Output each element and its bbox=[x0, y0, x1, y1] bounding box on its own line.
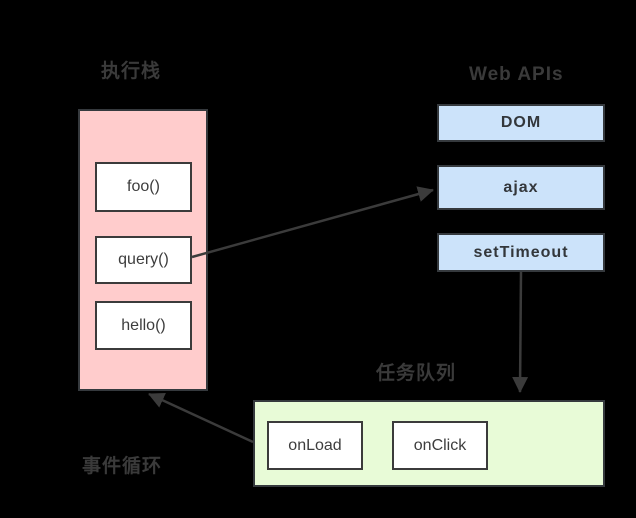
task-queue-label: 任务队列 bbox=[376, 363, 457, 384]
web-api-settimeout-label: setTimeout bbox=[473, 243, 569, 261]
task-onload-label: onLoad bbox=[288, 436, 342, 454]
stack-frame-query: query() bbox=[95, 236, 192, 284]
task-onload-box: onLoad bbox=[267, 421, 363, 470]
event-loop-label: 事件循环 bbox=[82, 456, 163, 477]
execution-stack-label: 执行栈 bbox=[101, 61, 162, 82]
stack-frame-query-label: query() bbox=[118, 251, 169, 268]
web-api-dom-label: DOM bbox=[500, 114, 542, 131]
arrow-settimeout-to-task-queue bbox=[512, 271, 529, 393]
web-api-ajax-label: ajax bbox=[503, 178, 539, 196]
web-api-settimeout-box: setTimeout bbox=[437, 233, 605, 272]
web-apis-label: Web APIs bbox=[469, 64, 564, 85]
task-onclick-label: onClick bbox=[413, 436, 467, 454]
stack-frame-hello-label: hello() bbox=[121, 316, 166, 334]
stack-frame-foo: foo() bbox=[95, 162, 192, 212]
stack-frame-hello: hello() bbox=[95, 301, 192, 350]
web-api-dom-box: DOM bbox=[437, 104, 605, 142]
stack-frame-foo-label: foo() bbox=[127, 178, 160, 195]
arrow-query-to-ajax bbox=[191, 186, 434, 259]
task-onclick-box: onClick bbox=[392, 421, 488, 470]
arrow-task-queue-to-stack bbox=[148, 392, 254, 444]
web-api-ajax-box: ajax bbox=[437, 165, 605, 210]
